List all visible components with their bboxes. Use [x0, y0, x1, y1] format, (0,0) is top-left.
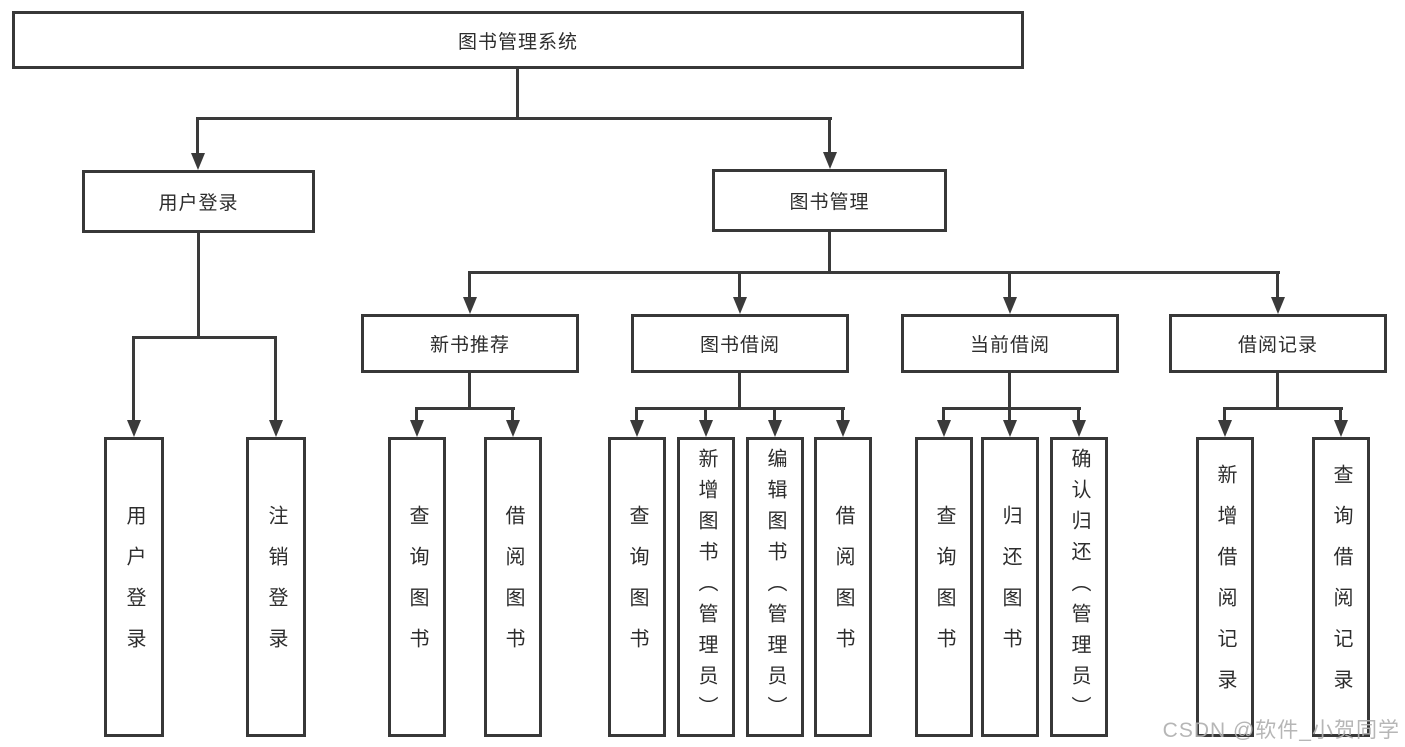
connector-drop-book-borrow — [738, 271, 741, 298]
connector-drop-book-mgmt — [828, 117, 831, 153]
node-root-label: 图书管理系统 — [457, 31, 578, 53]
connector-userlogin-bus — [132, 336, 277, 339]
connector-drop-nb-query — [415, 407, 418, 421]
arrowhead-leaf-logout — [269, 420, 283, 437]
leaf-user-login-label: 用户登录 — [123, 505, 145, 669]
connector-currentborrow-stem — [1008, 372, 1011, 410]
watermark-text: CSDN @软件_小贺同学 — [1162, 719, 1400, 742]
arrowhead-nb-borrow — [506, 420, 520, 437]
node-root: 图书管理系统 — [12, 11, 1024, 69]
arrowhead-bb-borrow — [836, 420, 850, 437]
arrowhead-nb-query — [410, 420, 424, 437]
connector-drop-bb-borrow — [841, 407, 844, 421]
leaf-nb-query-books: 查询图书 — [388, 437, 446, 737]
connector-drop-bb-add — [704, 407, 707, 421]
leaf-bb-borrow-books-label: 借阅图书 — [832, 505, 854, 669]
leaf-br-add-record-label: 新增借阅记录 — [1214, 464, 1236, 710]
connector-drop-br-add — [1223, 407, 1226, 421]
node-book-mgmt: 图书管理 — [712, 169, 947, 232]
connector-bookborrow-stem — [738, 372, 741, 410]
arrowhead-br-add — [1218, 420, 1232, 437]
arrowhead-borrow-records — [1271, 297, 1285, 314]
connector-drop-user-login — [196, 117, 199, 154]
leaf-cb-confirm-return-label: 确认归还（管理员） — [1068, 447, 1090, 727]
node-new-books: 新书推荐 — [361, 314, 579, 373]
connector-drop-new-books — [468, 271, 471, 298]
arrowhead-bb-edit — [768, 420, 782, 437]
connector-userlogin-stem — [197, 232, 200, 337]
leaf-bb-edit-books-label: 编辑图书（管理员） — [764, 447, 786, 727]
leaf-bb-borrow-books: 借阅图书 — [814, 437, 872, 737]
node-user-login: 用户登录 — [82, 170, 315, 233]
connector-drop-cb-confirm — [1077, 407, 1080, 421]
arrowhead-cb-query — [937, 420, 951, 437]
leaf-bb-add-books-label: 新增图书（管理员） — [695, 447, 717, 727]
connector-bookmgmt-bus — [468, 271, 1280, 274]
connector-borrowrecords-stem — [1276, 372, 1279, 410]
leaf-br-query-record: 查询借阅记录 — [1312, 437, 1370, 737]
connector-bookborrow-bus — [635, 407, 845, 410]
connector-borrowrecords-bus — [1223, 407, 1343, 410]
connector-drop-bb-query — [635, 407, 638, 421]
connector-newbooks-stem — [468, 372, 471, 410]
leaf-logout-label: 注销登录 — [265, 505, 287, 669]
connector-drop-br-query — [1339, 407, 1342, 421]
node-current-borrow-label: 当前借阅 — [969, 335, 1050, 356]
arrowhead-leaf-userlogin — [127, 420, 141, 437]
arrowhead-current-borrow — [1003, 297, 1017, 314]
leaf-cb-return-books-label: 归还图书 — [999, 505, 1021, 669]
node-book-borrow-label: 图书借阅 — [699, 335, 780, 356]
connector-drop-cb-query — [942, 407, 945, 421]
arrowhead-cb-return — [1003, 420, 1017, 437]
node-book-mgmt-label: 图书管理 — [789, 192, 870, 213]
leaf-cb-return-books: 归还图书 — [981, 437, 1039, 737]
connector-drop-bb-edit — [773, 407, 776, 421]
arrowhead-bb-add — [699, 420, 713, 437]
arrowhead-bb-query — [630, 420, 644, 437]
connector-drop-leaf-logout — [274, 336, 277, 421]
leaf-bb-query-books-label: 查询图书 — [626, 505, 648, 669]
leaf-br-query-record-label: 查询借阅记录 — [1330, 464, 1352, 710]
leaf-cb-query-books-label: 查询图书 — [933, 505, 955, 669]
node-current-borrow: 当前借阅 — [901, 314, 1119, 373]
leaf-user-login: 用户登录 — [104, 437, 164, 737]
node-user-login-label: 用户登录 — [158, 193, 239, 214]
connector-newbooks-bus — [415, 407, 515, 410]
connector-drop-leaf-userlogin — [132, 336, 135, 421]
arrowhead-cb-confirm — [1072, 420, 1086, 437]
connector-drop-borrow-records — [1276, 271, 1279, 298]
leaf-bb-edit-books: 编辑图书（管理员） — [746, 437, 804, 737]
arrowhead-user-login — [191, 153, 205, 170]
node-book-borrow: 图书借阅 — [631, 314, 849, 373]
leaf-bb-query-books: 查询图书 — [608, 437, 666, 737]
leaf-br-add-record: 新增借阅记录 — [1196, 437, 1254, 737]
connector-drop-cb-return — [1008, 407, 1011, 421]
leaf-nb-borrow-books-label: 借阅图书 — [502, 505, 524, 669]
leaf-bb-add-books: 新增图书（管理员） — [677, 437, 735, 737]
arrowhead-book-mgmt — [823, 152, 837, 169]
connector-currentborrow-bus — [942, 407, 1081, 410]
leaf-cb-query-books: 查询图书 — [915, 437, 973, 737]
connector-drop-current-borrow — [1008, 271, 1011, 298]
arrowhead-new-books — [463, 297, 477, 314]
arrowhead-br-query — [1334, 420, 1348, 437]
leaf-logout: 注销登录 — [246, 437, 306, 737]
connector-drop-nb-borrow — [511, 407, 514, 421]
node-new-books-label: 新书推荐 — [429, 335, 510, 356]
arrowhead-book-borrow — [733, 297, 747, 314]
node-borrow-records: 借阅记录 — [1169, 314, 1387, 373]
leaf-nb-borrow-books: 借阅图书 — [484, 437, 542, 737]
connector-root-stem — [516, 68, 519, 118]
leaf-nb-query-books-label: 查询图书 — [406, 505, 428, 669]
node-borrow-records-label: 借阅记录 — [1237, 335, 1318, 356]
connector-root-bus — [196, 117, 832, 120]
leaf-cb-confirm-return: 确认归还（管理员） — [1050, 437, 1108, 737]
connector-bookmgmt-stem — [828, 231, 831, 273]
